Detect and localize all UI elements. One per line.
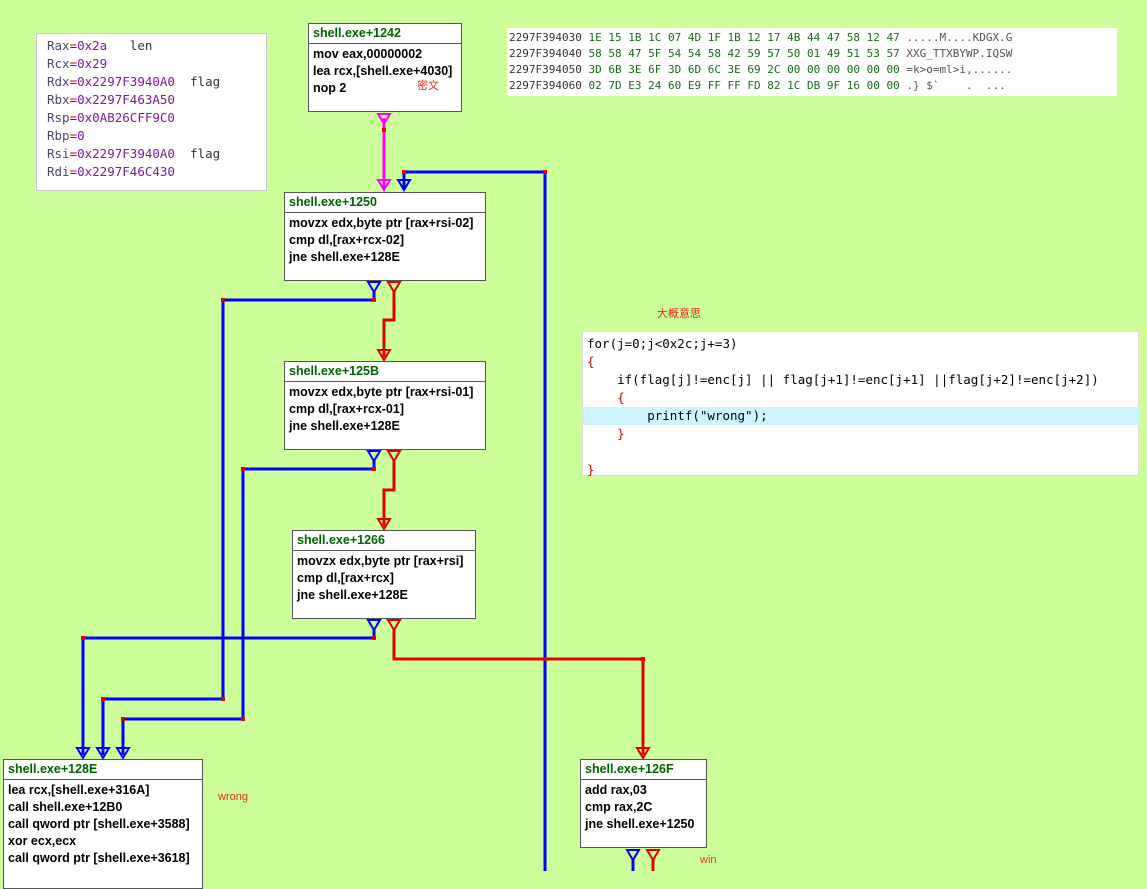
asm-line[interactable]: call shell.exe+12B0	[8, 800, 123, 814]
code-line[interactable]	[583, 443, 1140, 461]
code-block-125B[interactable]: shell.exe+125B movzx edx,byte ptr [rax+r…	[284, 361, 486, 450]
code-block-1250[interactable]: shell.exe+1250 movzx edx,byte ptr [rax+r…	[284, 192, 486, 281]
arrow-head	[95, 747, 111, 760]
edge-1250-false	[382, 290, 396, 357]
hex-row[interactable]: 2297F394060 02 7D E3 24 60 E9 FF FF FD 8…	[509, 79, 1006, 92]
block-title: shell.exe+128E	[4, 760, 202, 780]
asm-line[interactable]: call qword ptr [shell.exe+3588]	[8, 817, 190, 831]
arrow-head	[115, 747, 131, 760]
hex-dump-panel[interactable]: 2297F394030 1E 15 1B 1C 07 4D 1F 1B 12 1…	[507, 28, 1117, 96]
code-block-126F[interactable]: shell.exe+126F add rax,03 cmp rax,2C jne…	[580, 759, 707, 848]
code-line[interactable]: for(j=0;j<0x2c;j+=3)	[587, 336, 738, 351]
arrow-head	[625, 849, 641, 862]
note-meaning: 大概意思	[657, 308, 701, 320]
arrow-head	[376, 349, 392, 362]
edge-125B-false	[382, 459, 396, 526]
asm-line[interactable]: xor ecx,ecx	[8, 834, 77, 848]
register-row: Rdi=0x2297F46C430	[47, 164, 175, 179]
asm-line[interactable]: mov eax,00000002	[313, 47, 423, 61]
arrow-head	[376, 518, 392, 531]
arrow-head	[396, 179, 412, 192]
code-line[interactable]: {	[587, 390, 625, 405]
asm-line[interactable]: cmp dl,[rax+rcx]	[297, 571, 394, 585]
arrow-head	[386, 281, 402, 294]
note-cipher: 密文	[417, 80, 439, 92]
arrow-head	[366, 450, 382, 463]
code-line-current[interactable]: printf("wrong");	[583, 407, 1140, 425]
asm-line[interactable]: nop 2	[313, 81, 347, 95]
asm-line[interactable]: movzx edx,byte ptr [rax+rsi-02]	[289, 216, 474, 230]
asm-line[interactable]: lea rcx,[shell.exe+4030]	[313, 64, 453, 78]
register-row: Rsp=0x0AB26CFF9C0	[47, 110, 175, 125]
arrow-head	[376, 113, 392, 126]
code-block-1242[interactable]: shell.exe+1242 mov eax,00000002 lea rcx,…	[308, 23, 462, 112]
block-title: shell.exe+126F	[581, 760, 706, 780]
arrow-head	[635, 747, 651, 760]
arrow-head	[366, 619, 382, 632]
block-title: shell.exe+1250	[285, 193, 485, 213]
block-title: shell.exe+1242	[309, 24, 461, 44]
register-row: Rbp=0	[47, 128, 85, 143]
edge-1250-true	[101, 290, 376, 755]
asm-line[interactable]: cmp rax,2C	[585, 800, 653, 814]
block-title: shell.exe+1266	[293, 531, 475, 551]
block-title: shell.exe+125B	[285, 362, 485, 382]
asm-line[interactable]: jne shell.exe+1250	[585, 817, 695, 831]
asm-line[interactable]: jne shell.exe+128E	[289, 419, 400, 433]
arrow-head	[75, 747, 91, 760]
edge-1266-true	[81, 628, 376, 755]
asm-line[interactable]: cmp dl,[rax+rcx-01]	[289, 402, 404, 416]
code-block-128E[interactable]: shell.exe+128E lea rcx,[shell.exe+316A] …	[3, 759, 203, 889]
note-win: win	[700, 854, 717, 866]
graph-edges	[75, 113, 661, 871]
asm-line[interactable]: lea rcx,[shell.exe+316A]	[8, 783, 150, 797]
registers-panel: Rax=0x2a len Rcx=0x29 Rdx=0x2297F3940A0 …	[36, 33, 267, 191]
hex-row[interactable]: 2297F394040 58 58 47 5F 54 54 58 42 59 5…	[509, 47, 1013, 60]
arrow-head	[366, 281, 382, 294]
hex-row[interactable]: 2297F394030 1E 15 1B 1C 07 4D 1F 1B 12 1…	[509, 31, 1013, 44]
asm-line[interactable]: jne shell.exe+128E	[297, 588, 408, 602]
edge-1266-false	[392, 628, 645, 755]
arrow-head	[376, 179, 392, 192]
arrow-head	[386, 619, 402, 632]
hex-row[interactable]: 2297F394050 3D 6B 3E 6F 3D 6D 6C 3E 69 2…	[509, 63, 1013, 76]
note-wrong: wrong	[218, 791, 248, 803]
asm-line[interactable]: call qword ptr [shell.exe+3618]	[8, 851, 190, 865]
register-row: Rcx=0x29	[47, 56, 108, 71]
code-line[interactable]: if(flag[j]!=enc[j] || flag[j+1]!=enc[j+1…	[587, 372, 1099, 387]
asm-line[interactable]: jne shell.exe+128E	[289, 250, 400, 264]
code-line[interactable]: }	[587, 426, 625, 441]
pseudocode-panel[interactable]: for(j=0;j<0x2c;j+=3) { if(flag[j]!=enc[j…	[582, 331, 1140, 477]
arrow-head	[386, 450, 402, 463]
code-block-1266[interactable]: shell.exe+1266 movzx edx,byte ptr [rax+r…	[292, 530, 476, 619]
asm-line[interactable]: add rax,03	[585, 783, 647, 797]
register-row: Rbx=0x2297F463A50	[47, 92, 175, 107]
register-row: Rsi=0x2297F3940A0 flag	[47, 146, 221, 161]
register-row: Rax=0x2a len	[47, 38, 153, 53]
asm-line[interactable]: movzx edx,byte ptr [rax+rsi-01]	[289, 385, 474, 399]
asm-line[interactable]: cmp dl,[rax+rcx-02]	[289, 233, 404, 247]
asm-line[interactable]: movzx edx,byte ptr [rax+rsi]	[297, 554, 464, 568]
code-line[interactable]: }	[587, 462, 595, 477]
arrow-head	[645, 849, 661, 862]
code-line[interactable]: {	[587, 354, 595, 369]
register-row: Rdx=0x2297F3940A0 flag	[47, 74, 221, 89]
edge-corner-dots	[81, 128, 645, 721]
